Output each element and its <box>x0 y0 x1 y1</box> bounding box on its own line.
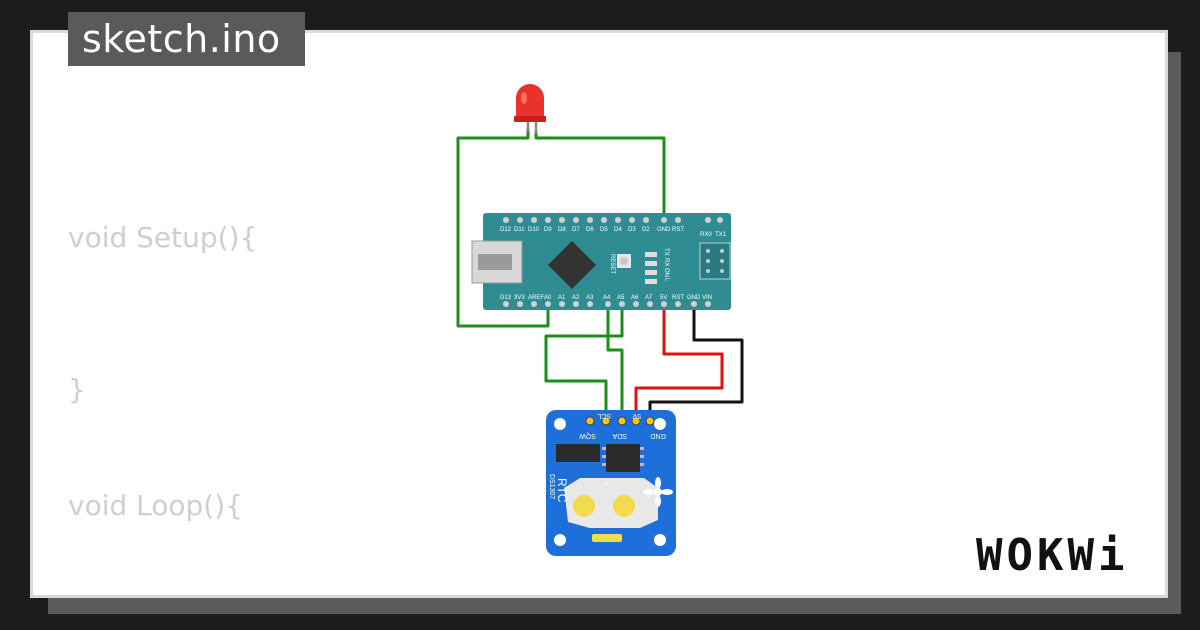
adafruit-flower-icon <box>643 477 673 507</box>
pin-label: GND <box>687 295 701 301</box>
wire-gnd[interactable] <box>648 303 744 420</box>
pin-label: D5 <box>600 227 608 233</box>
pin-label: 5V <box>660 295 667 301</box>
file-tab-label: sketch.ino <box>82 17 281 61</box>
pin-label: D4 <box>614 227 622 233</box>
pin-label: A2 <box>572 295 580 301</box>
rtc-pin-label: GND <box>650 432 666 439</box>
pin-label: GND <box>657 227 671 233</box>
plus-sign: + <box>604 479 609 488</box>
pin-label: D11 <box>514 227 525 233</box>
pin-label: A3 <box>586 295 594 301</box>
rtc-pin-label: SDA <box>612 432 627 439</box>
pin-label: D12 <box>500 227 512 233</box>
pin-label: D3 <box>628 227 636 233</box>
led-label: L <box>663 278 669 282</box>
wire-i2c[interactable] <box>544 303 624 420</box>
file-tab[interactable]: sketch.ino <box>68 12 305 66</box>
code-line: } <box>68 373 86 406</box>
pin-label: RST <box>672 227 684 233</box>
led-label: TX <box>663 248 669 256</box>
rtc-chip-label: DS1307 <box>548 474 555 499</box>
rtc-ds1307-module[interactable]: SQW SCL SDA 5V GND + RTC DS1307 <box>546 410 676 556</box>
pin-label: A1 <box>558 295 566 301</box>
pin-label: D9 <box>544 227 552 233</box>
reset-label: RESET <box>609 254 615 274</box>
wokwi-logo: WOKWi <box>976 530 1129 581</box>
red-led[interactable] <box>514 84 546 134</box>
code-line: void Setup(){ <box>68 221 258 254</box>
pin-label: D8 <box>558 227 566 233</box>
pin-label: A7 <box>645 295 653 301</box>
led-label: RX <box>663 258 669 266</box>
pin-label: 3V3 <box>514 295 525 301</box>
arduino-nano[interactable]: D12 D11 D10 D9 D8 D7 D6 D5 D4 D3 D2 GND … <box>471 213 731 310</box>
pin-label: D7 <box>572 227 580 233</box>
led-label: ON <box>663 268 669 277</box>
pin-label: A0 <box>544 295 552 301</box>
pin-label: D10 <box>528 227 540 233</box>
rx-label: RX0 <box>700 232 712 238</box>
pin-label: AREF <box>528 295 544 301</box>
rtc-pin-label: SQW <box>579 432 596 439</box>
pin-label: D6 <box>586 227 594 233</box>
rtc-pin-label: 5V <box>632 412 641 419</box>
pin-label: A5 <box>617 295 625 301</box>
pin-label: RST <box>672 295 684 301</box>
wire-5v[interactable] <box>634 303 724 420</box>
pin-label: D2 <box>642 227 650 233</box>
rtc-board-label: RTC <box>555 478 569 503</box>
rtc-pin-label: SCL <box>597 412 611 419</box>
wire-led-gnd[interactable] <box>456 128 666 328</box>
tx-label: TX1 <box>715 232 727 238</box>
pin-label: D13 <box>500 295 512 301</box>
code-line: void Loop(){ <box>68 489 243 522</box>
pin-label: VIN <box>702 295 712 301</box>
pin-label: A6 <box>631 295 639 301</box>
pin-label: A4 <box>603 295 611 301</box>
